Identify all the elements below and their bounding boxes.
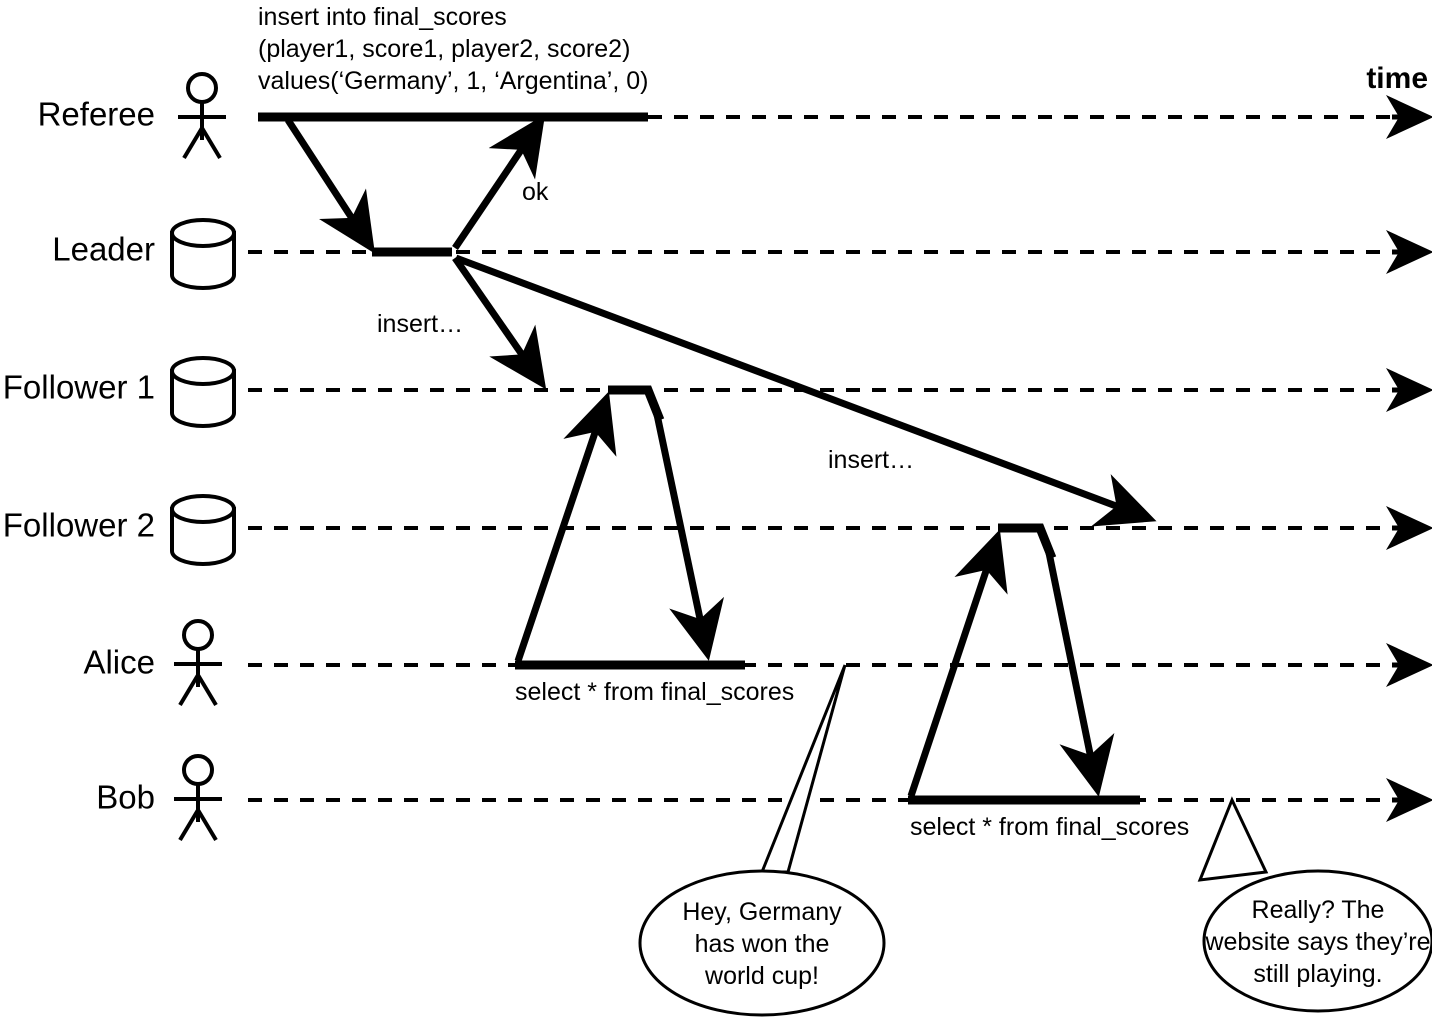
actor-stick-figure-icon-referee: [178, 72, 226, 160]
activation-bar-follower-2: [998, 523, 1057, 560]
time-axis-label: time: [1366, 62, 1428, 95]
message-arrow-referee-to-leader: [285, 118, 375, 254]
participant-label-referee: Referee: [38, 96, 155, 133]
message-arrow-leader-to-follower-1: [452, 256, 547, 390]
speech-bubble-body-bob: [1202, 869, 1432, 1013]
participant-label-follower-2: Follower 2: [3, 507, 155, 544]
speech-bubble-bob: Really? The website says they’re still p…: [1197, 796, 1432, 1013]
speech-bubble-alice-line-2: has won the: [695, 930, 830, 958]
database-cylinder-icon-follower-1: [170, 356, 236, 428]
actor-stick-figure-icon-bob: [174, 754, 222, 842]
query-label-bob: select * from final_scores: [910, 813, 1189, 841]
speech-bubble-bob-line-2: website says they’re: [1204, 928, 1430, 956]
speech-bubble-bob-line-3: still playing.: [1253, 960, 1382, 988]
sql-note-line-1: insert into final_scores: [258, 3, 507, 31]
database-cylinder-icon-follower-2: [170, 494, 236, 566]
participant-label-bob: Bob: [96, 779, 155, 816]
actor-stick-figure-icon-alice: [174, 619, 222, 707]
participant-label-follower-1: Follower 1: [3, 369, 155, 406]
message-arrow-follower-1-to-alice: [651, 404, 725, 661]
message-arrow-bob-to-follower-2: [907, 529, 1008, 798]
speech-bubble-bob-line-1: Really? The: [1252, 896, 1385, 924]
message-arrow-leader-to-follower-2: [454, 254, 1157, 527]
sql-note-line-3: values(‘Germany’, 1, ‘Argentina’, 0): [258, 67, 648, 95]
activation-bars: [258, 112, 1140, 805]
speech-bubble-alice: Hey, Germany has won the world cup!: [638, 664, 886, 1017]
message-label-ok: ok: [522, 178, 549, 206]
message-arrow-alice-to-follower-1: [514, 391, 617, 663]
lifeline-end-arrows: [1386, 95, 1432, 822]
message-label-insert-follower-1: insert…: [377, 310, 463, 338]
query-label-alice: select * from final_scores: [515, 678, 794, 706]
message-arrow-leader-to-referee-ok: [452, 114, 546, 250]
speech-bubble-body-alice: [638, 869, 886, 1017]
sql-note: insert into final_scores (player1, score…: [258, 3, 648, 95]
sql-note-line-2: (player1, score1, player2, score2): [258, 35, 630, 63]
participant-label-alice: Alice: [83, 644, 155, 681]
participant-label-leader: Leader: [52, 231, 155, 268]
speech-bubble-tail-bob: [1197, 796, 1269, 882]
database-cylinder-icon-leader: [170, 218, 236, 290]
activation-bar-follower-1: [608, 385, 665, 422]
speech-bubble-alice-line-1: Hey, Germany: [682, 898, 842, 926]
message-label-insert-follower-2: insert…: [828, 446, 914, 474]
message-arrow-follower-2-to-bob: [1043, 542, 1115, 797]
speech-bubble-alice-line-3: world cup!: [704, 962, 819, 990]
participant-labels: Referee Leader Follower 1 Follower 2 Ali…: [3, 96, 155, 816]
